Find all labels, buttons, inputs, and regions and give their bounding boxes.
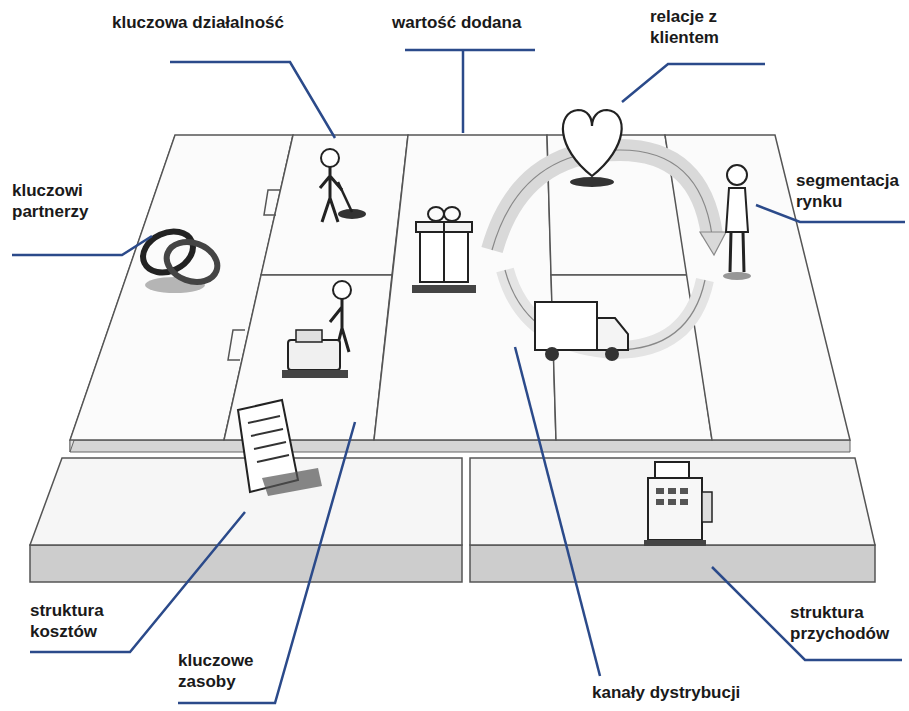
callout-label: kluczowe zasoby — [178, 650, 278, 692]
callout-label: struktura kosztów — [30, 600, 130, 642]
callout-label: kluczowi partnerzy — [12, 180, 112, 222]
callout-label: wartość dodana — [392, 12, 521, 33]
callout-label: struktura przychodów — [790, 602, 902, 644]
callout-label: relacje z klientem — [650, 6, 750, 48]
callout-label: kluczowa działalność — [112, 12, 284, 33]
callout-label: segmentacja rynku — [796, 170, 904, 212]
callout-label: kanały dystrybucji — [592, 682, 740, 703]
